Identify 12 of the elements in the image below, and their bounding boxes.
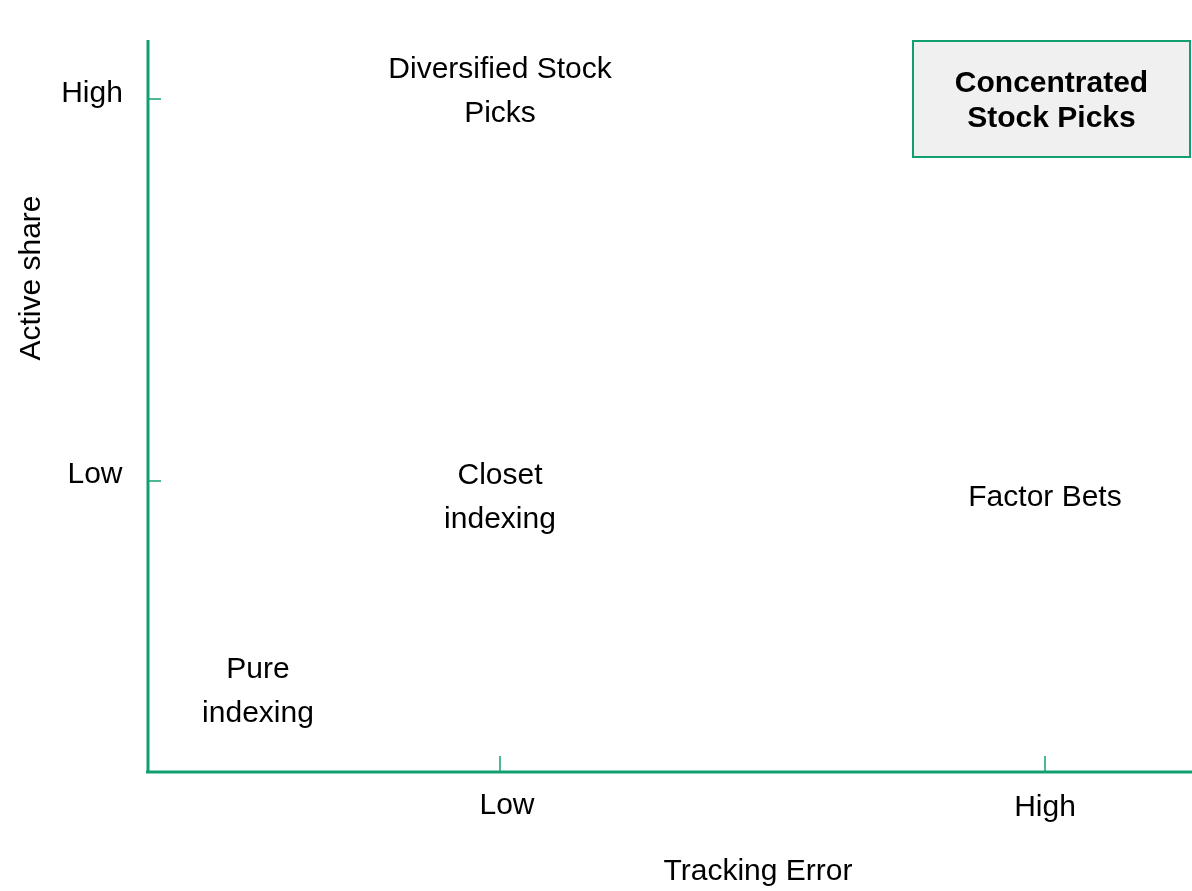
axis-title: Tracking Error	[662, 852, 854, 888]
axis-tick-label: High	[1013, 788, 1077, 824]
quadrant-label: Closet indexing	[443, 456, 557, 536]
quadrant-label: Concentrated Stock Picks	[953, 64, 1150, 134]
axis-tick-label: High	[60, 74, 124, 110]
axis-tick-label: Low	[478, 786, 536, 822]
axis-tick-label: Low	[66, 455, 124, 491]
quadrant-label: Diversified Stock Picks	[387, 50, 613, 130]
highlighted-box	[912, 40, 1191, 158]
quadrant-label: Pure indexing	[201, 650, 315, 730]
axis-title: Active share	[12, 194, 47, 363]
quadrant-label: Factor Bets	[967, 478, 1123, 514]
